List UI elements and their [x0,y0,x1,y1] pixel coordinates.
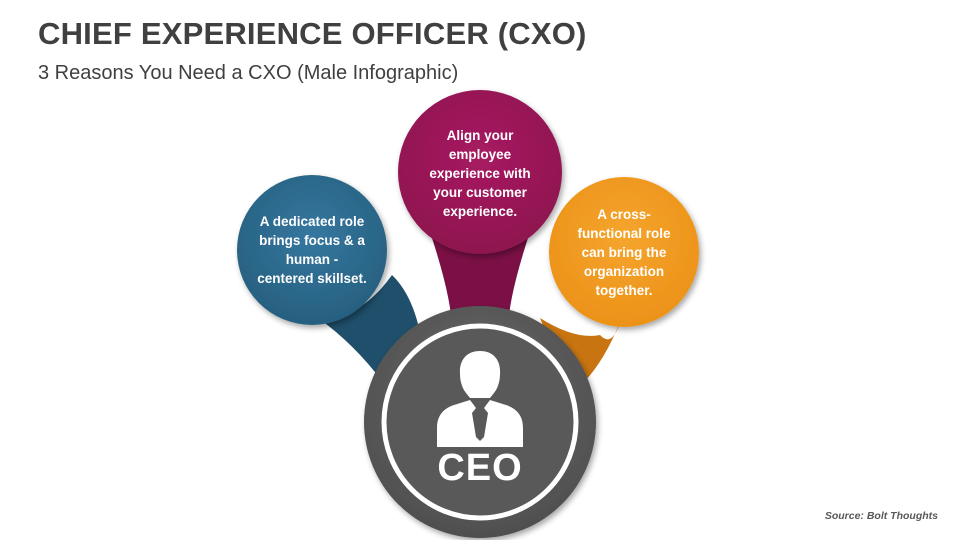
bubble-tail-magenta [432,238,528,330]
page-title: CHIEF EXPERIENCE OFFICER (CXO) [38,16,587,51]
ceo-label: CEO [437,447,523,489]
reason-text-2: Align your employee experience with your… [429,127,531,219]
reason-bubble-orange [549,177,699,327]
reason-bubble-blue [237,175,387,325]
reason-text-1: A dedicated role brings focus & a human … [257,214,367,286]
businessman-icon [437,351,523,447]
page-subtitle: 3 Reasons You Need a CXO (Male Infograph… [38,62,459,84]
reason-text-3: A cross- functional role can bring the o… [577,206,671,298]
reason-bubble-magenta [398,90,562,254]
bubble-tail-orange [540,318,620,395]
ceo-inner-circle [381,323,579,521]
source-note: Source: Bolt Thoughts [824,510,938,522]
